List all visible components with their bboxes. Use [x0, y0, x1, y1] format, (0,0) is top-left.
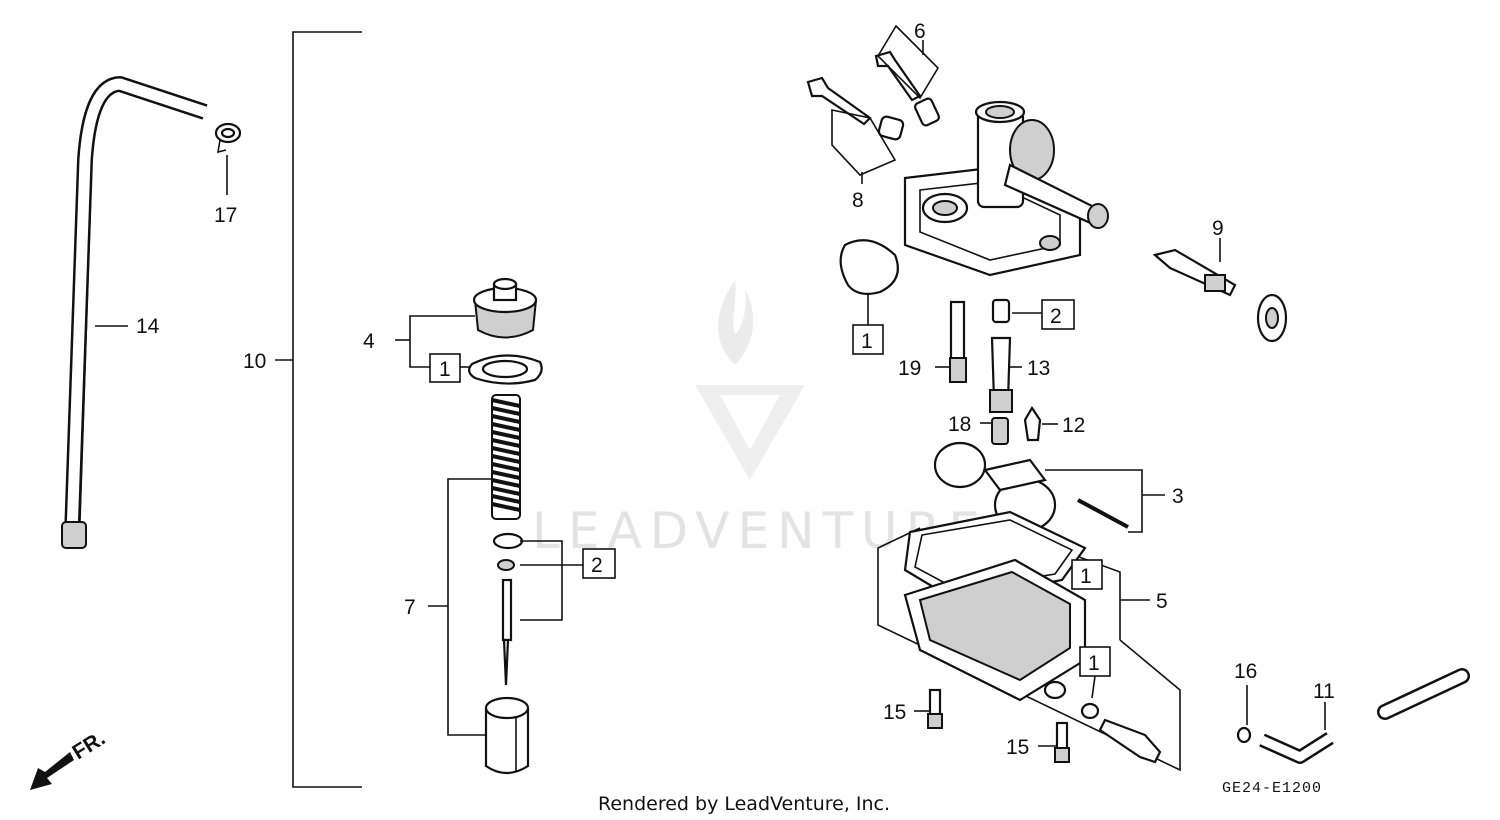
throttle-stop-screw-part[interactable] [806, 76, 905, 141]
callout-17: 17 [214, 204, 237, 227]
bowl-screw-left-part[interactable] [927, 688, 943, 729]
kit-label-1-bowl-lower: 1 [1088, 652, 1100, 675]
kit-label-2-top-right: 2 [1050, 305, 1062, 328]
kit-box-1-left [429, 353, 461, 383]
kit-box-2-top-right [1041, 299, 1075, 330]
callout-15a: 15 [883, 701, 906, 724]
callout-15b: 15 [1006, 736, 1029, 759]
callout-13: 13 [1027, 357, 1050, 380]
callout-7: 7 [404, 596, 416, 619]
jet-needle-part[interactable] [501, 578, 513, 686]
needle-jet-part[interactable] [991, 417, 1009, 445]
kit-box-2-left [582, 548, 616, 579]
callout-14: 14 [136, 315, 160, 338]
cap-gasket-part[interactable] [468, 354, 543, 385]
callout-6: 6 [914, 20, 926, 43]
front-arrow-icon [30, 752, 74, 790]
bowl-screw-right-part[interactable] [1054, 721, 1070, 763]
callout-9: 9 [1212, 217, 1224, 240]
float-valve-part[interactable] [1023, 405, 1042, 442]
leadventure-logo-icon [695, 280, 805, 480]
float-part[interactable] [933, 441, 1057, 533]
front-direction-label: FR. [68, 727, 109, 764]
float-chamber-part[interactable] [903, 558, 1087, 702]
tube-clip-part[interactable] [214, 122, 242, 154]
o-ring-small-part[interactable] [1080, 702, 1100, 720]
choke-valve-part[interactable] [1152, 248, 1288, 343]
callout-4: 4 [363, 330, 375, 353]
drain-tube-part[interactable] [1259, 668, 1470, 764]
kit-box-1-bowl-upper [1071, 559, 1103, 590]
callout-3: 3 [1172, 485, 1184, 508]
diagram-code: GE24-E1200 [1222, 780, 1322, 797]
kit-label-1-left: 1 [439, 358, 451, 381]
needle-clip-part[interactable] [492, 532, 524, 571]
callout-11: 11 [1313, 680, 1335, 703]
kit-box-1-top-right [852, 324, 884, 355]
carburetor-body-part[interactable] [903, 100, 1109, 277]
drain-screw-part[interactable] [1098, 718, 1162, 764]
kit-label-1-top-right: 1 [861, 330, 873, 353]
hose-clip-part[interactable] [1236, 726, 1252, 744]
float-pin-part[interactable] [1077, 498, 1129, 529]
callout-12: 12 [1062, 414, 1085, 437]
callout-18: 18 [948, 413, 971, 436]
callout-5: 5 [1156, 590, 1168, 613]
main-jet-holder-part[interactable] [989, 298, 1013, 413]
callout-19: 19 [898, 357, 921, 380]
throttle-valve-part[interactable] [484, 696, 530, 775]
throttle-spring-part[interactable] [491, 394, 521, 520]
o-ring-large-part[interactable] [839, 239, 899, 295]
rendered-by-credit: Rendered by LeadVenture, Inc. [598, 793, 890, 815]
assembly-bracket [292, 31, 362, 788]
callout-16: 16 [1234, 660, 1257, 683]
carburetor-top-cap-part[interactable] [472, 277, 538, 339]
kit-label-1-bowl-upper: 1 [1080, 565, 1092, 588]
kit-label-2-left: 2 [591, 554, 603, 577]
fuel-tube-part[interactable] [61, 76, 208, 549]
slow-jet-part[interactable] [949, 300, 967, 383]
callout-10: 10 [243, 350, 266, 373]
callout-8: 8 [852, 189, 864, 212]
